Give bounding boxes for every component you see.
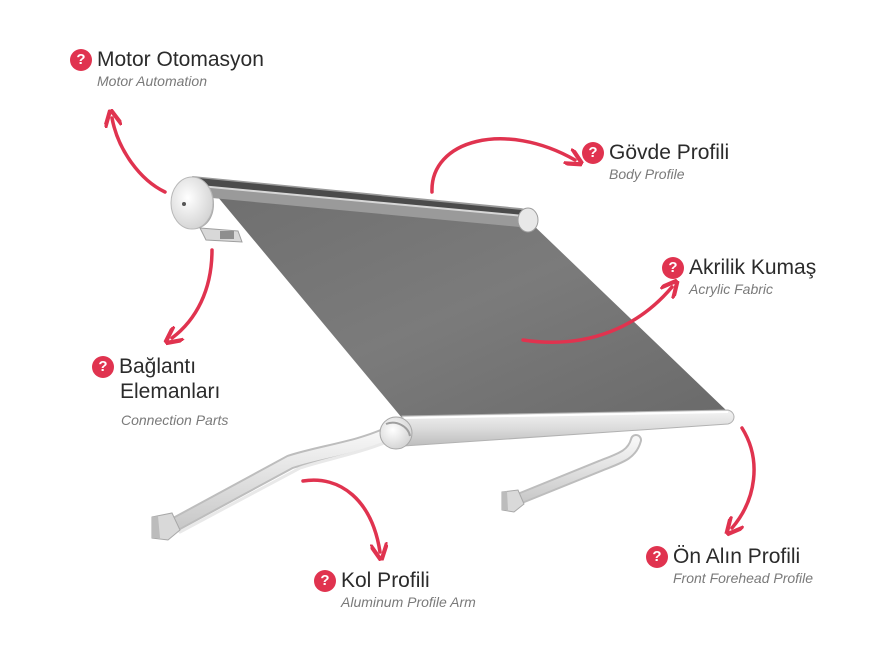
callout-title: Gövde Profili [609, 141, 730, 164]
callout-arrows [112, 118, 756, 552]
question-circle-icon: ? [662, 257, 684, 279]
callout-title: Akrilik Kumaş [689, 256, 817, 279]
arrow-motor [112, 118, 167, 194]
callout-connection-parts: ?Bağlantı Elemanları Connection Parts [92, 355, 228, 429]
question-circle-icon: ? [70, 49, 92, 71]
arrow-connection [172, 248, 214, 338]
callout-body-profile: ?Gövde Profili Body Profile [582, 141, 729, 183]
question-circle-icon: ? [646, 546, 668, 568]
callout-front-profile: ?Ön Alın Profili Front Forehead Profile [646, 545, 813, 587]
callout-subtitle: Motor Automation [97, 73, 207, 89]
callout-title: Motor Otomasyon [97, 48, 264, 71]
arrow-front [732, 426, 756, 528]
question-circle-icon: ? [314, 570, 336, 592]
callout-title-line2: Elemanları [120, 380, 221, 403]
question-circle-icon: ? [92, 356, 114, 378]
callout-subtitle: Acrylic Fabric [689, 281, 774, 297]
callout-motor-automation: ?Motor Otomasyon Motor Automation [70, 48, 264, 90]
callout-profile-arm: ?Kol Profili Aluminum Profile Arm [314, 569, 476, 611]
motor-end-cap [170, 176, 214, 230]
callout-subtitle: Connection Parts [121, 412, 229, 428]
callout-title-line1: Bağlantı [119, 355, 197, 378]
callout-subtitle: Body Profile [609, 166, 685, 182]
question-circle-icon: ? [582, 142, 604, 164]
arrow-fabric [521, 287, 672, 344]
callout-title: Ön Alın Profili [673, 545, 801, 568]
connection-parts [199, 227, 243, 243]
arrow-arm [301, 478, 380, 552]
acrylic-fabric [212, 190, 728, 418]
callout-subtitle: Aluminum Profile Arm [341, 594, 476, 610]
arrow-body [430, 137, 575, 194]
front-forehead-profile [379, 409, 735, 450]
wall-bracket [151, 489, 525, 541]
body-profile [192, 176, 539, 233]
callout-title: Kol Profili [341, 569, 430, 592]
callout-subtitle: Front Forehead Profile [673, 570, 814, 586]
callout-acrylic-fabric: ?Akrilik Kumaş Acrylic Fabric [662, 256, 816, 298]
